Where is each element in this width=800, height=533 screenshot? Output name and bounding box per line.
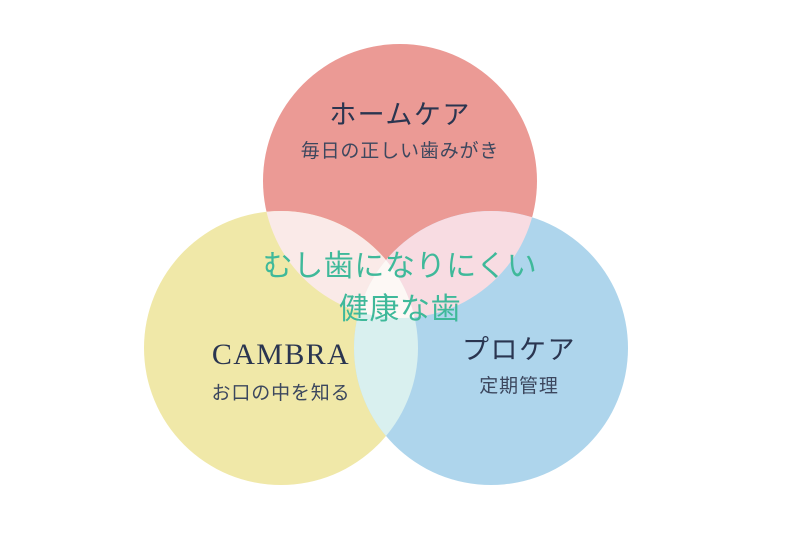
cambra-title: CAMBRA (211, 338, 351, 371)
overlap-home-pro (354, 211, 537, 318)
label-pro-care: プロケア 定期管理 (388, 333, 650, 399)
home-care-subtitle: 毎日の正しい歯みがき (300, 140, 500, 162)
center-outcome-line-1: むし歯になりにくい (262, 250, 538, 283)
pro-care-subtitle: 定期管理 (479, 375, 559, 397)
label-center-outcome: むし歯になりにくい 健康な歯 (0, 246, 800, 331)
label-cambra: CAMBRA お口の中を知る (150, 335, 412, 407)
label-home-care: ホームケア 毎日の正しい歯みがき (0, 98, 800, 164)
home-care-title: ホームケア (329, 100, 471, 130)
pro-care-title: プロケア (462, 335, 576, 365)
cambra-subtitle: お口の中を知る (211, 382, 351, 404)
overlap-home-cambra (263, 211, 418, 318)
center-outcome-line-2: 健康な歯 (338, 292, 462, 326)
